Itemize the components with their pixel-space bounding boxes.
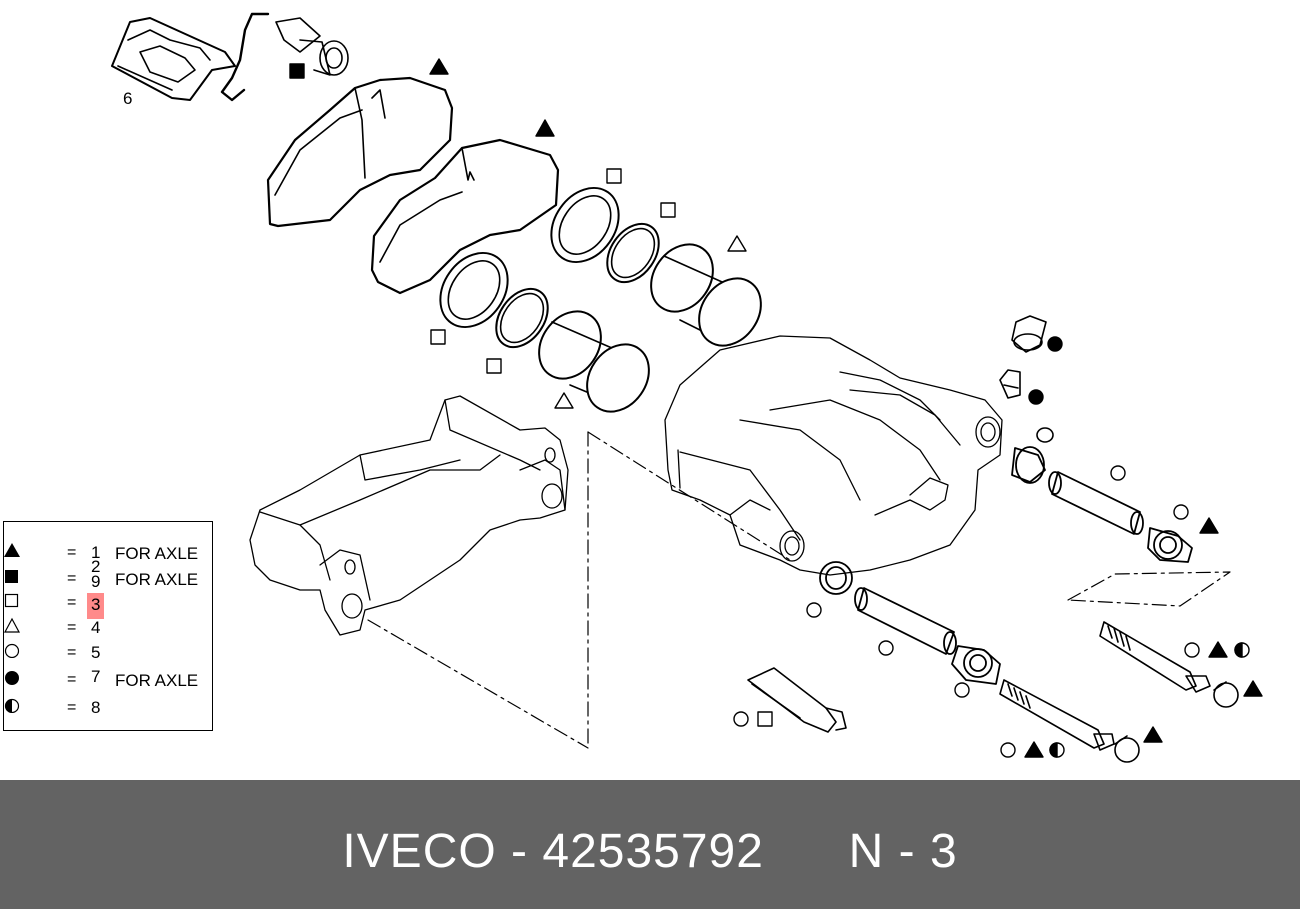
open-square-icon bbox=[4, 593, 19, 608]
callout-symbols bbox=[289, 58, 1263, 758]
retaining-plate-part bbox=[111, 17, 236, 101]
assembly-lines bbox=[367, 431, 1231, 749]
seal-ring-lower-a bbox=[439, 251, 509, 329]
grease-tube-part bbox=[747, 667, 847, 733]
guide-bushing-lower bbox=[819, 561, 853, 595]
legend-note: FOR AXLE bbox=[115, 544, 199, 563]
legend-row-3: = 3 bbox=[4, 592, 214, 619]
legend-row-4: = 4 bbox=[4, 617, 214, 637]
legend-number: 5 bbox=[91, 643, 101, 662]
brake-pad-outer bbox=[266, 76, 454, 228]
reference-letter: N bbox=[848, 825, 885, 878]
title-separator: - bbox=[511, 825, 529, 878]
legend-number-highlighted: 3 bbox=[87, 593, 105, 619]
piston-upper bbox=[650, 243, 762, 347]
legend-number-alt: 9 bbox=[91, 572, 101, 591]
brake-pad-inner bbox=[370, 138, 560, 295]
legend-number: 8 bbox=[91, 698, 101, 717]
part-title: IVECO - 42535792 N - 3 bbox=[0, 824, 1300, 879]
brand-name: IVECO bbox=[342, 825, 497, 878]
o-ring-part bbox=[1036, 427, 1054, 443]
legend-eq: = bbox=[67, 544, 77, 561]
legend-row-5: = 5 bbox=[4, 642, 214, 662]
part-footer: IVECO - 42535792 N - 3 bbox=[0, 780, 1300, 909]
callout-6: 6 bbox=[123, 89, 133, 108]
half-circle-icon bbox=[4, 698, 20, 713]
wear-sensor-part bbox=[220, 12, 349, 102]
guide-pin-upper bbox=[1048, 471, 1144, 535]
legend-eq: = bbox=[67, 671, 77, 688]
filled-triangle-icon bbox=[4, 543, 20, 557]
exploded-parts-diagram: 6 = 1 FOR AXLE = 2 9 FOR AXLE = 3 = 4 = bbox=[3, 12, 1263, 763]
legend-eq: = bbox=[67, 619, 77, 636]
bolt-upper bbox=[1099, 621, 1211, 693]
guide-pin-lower bbox=[854, 587, 957, 655]
legend-note: FOR AXLE bbox=[115, 671, 199, 690]
caliper-housing bbox=[664, 335, 1003, 576]
bolt-cap-upper bbox=[1213, 681, 1239, 708]
legend-row-2: = 2 9 FOR AXLE bbox=[4, 557, 214, 591]
legend-row-6: = 7 FOR AXLE bbox=[4, 667, 214, 690]
bleed-cap-part bbox=[1011, 315, 1047, 353]
legend-number: 4 bbox=[91, 618, 101, 637]
seal-ring-lower-b bbox=[495, 287, 549, 349]
legend-number: 7 bbox=[91, 667, 101, 686]
filled-square-icon bbox=[5, 570, 18, 583]
brake-caliper-drawing bbox=[111, 12, 1263, 763]
open-triangle-icon bbox=[4, 617, 20, 633]
legend-number: 1 bbox=[91, 543, 101, 562]
seal-ring-upper-a bbox=[550, 186, 620, 264]
reference-separator: - bbox=[898, 825, 916, 878]
legend-row-1: = 1 FOR AXLE bbox=[4, 542, 214, 563]
dust-boot-upper bbox=[1147, 527, 1193, 563]
bolt-cap-lower bbox=[1114, 735, 1140, 763]
caliper-carrier bbox=[249, 395, 569, 636]
legend-note: FOR AXLE bbox=[115, 570, 199, 589]
open-circle-icon bbox=[4, 643, 20, 658]
bolt-lower bbox=[999, 679, 1115, 751]
filled-circle-icon bbox=[5, 671, 19, 685]
dust-boot-lower bbox=[951, 645, 1001, 685]
piston-lower bbox=[538, 310, 650, 413]
reference-number: 3 bbox=[929, 825, 958, 878]
symbol-legend: = 1 FOR AXLE = 2 9 FOR AXLE = 3 = 4 = 5 bbox=[3, 521, 213, 731]
legend-eq: = bbox=[67, 594, 77, 611]
bleed-screw-part bbox=[999, 369, 1021, 399]
part-number: 42535792 bbox=[542, 825, 764, 878]
legend-number: 2 bbox=[91, 557, 101, 576]
legend-eq: = bbox=[67, 570, 77, 587]
seal-ring-upper-b bbox=[606, 222, 660, 284]
guide-bushing-upper bbox=[1011, 446, 1046, 484]
legend-eq: = bbox=[67, 699, 77, 716]
legend-row-7: = 8 bbox=[4, 697, 214, 717]
legend-eq: = bbox=[67, 644, 77, 661]
